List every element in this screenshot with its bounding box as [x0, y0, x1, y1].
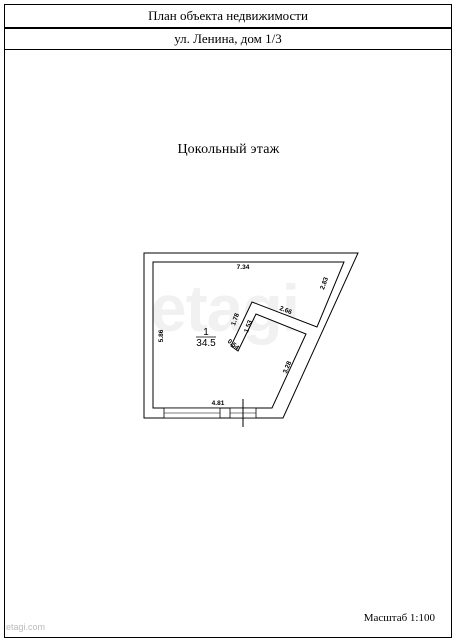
dim-inner-vertical-right: 1.53 [243, 319, 254, 334]
address-line: ул. Ленина, дом 1/3 [4, 28, 452, 50]
dim-top: 7.34 [237, 264, 250, 271]
dim-inner-vertical-left: 1.78 [230, 312, 241, 327]
dim-right-upper: 2.83 [319, 276, 330, 291]
watermark-logo: etagi [150, 271, 300, 345]
floor-title: Цокольный этаж [177, 142, 280, 157]
dim-bottom: 4.81 [212, 400, 225, 407]
dim-left: 5.86 [158, 329, 165, 342]
plan-title: План объекта недвижимости [4, 4, 452, 28]
corner-logo: etagi.com [6, 622, 46, 632]
scale-label: Масштаб 1:100 [363, 612, 435, 624]
drawing-frame [4, 4, 452, 638]
dim-right-lower: 3.28 [282, 360, 293, 375]
door-bottom [229, 399, 257, 427]
room-number: 1 [203, 327, 209, 338]
window-bottom [163, 407, 221, 419]
room-area: 34.5 [196, 338, 216, 349]
dim-inner-horizontal: 2.66 [278, 305, 293, 316]
